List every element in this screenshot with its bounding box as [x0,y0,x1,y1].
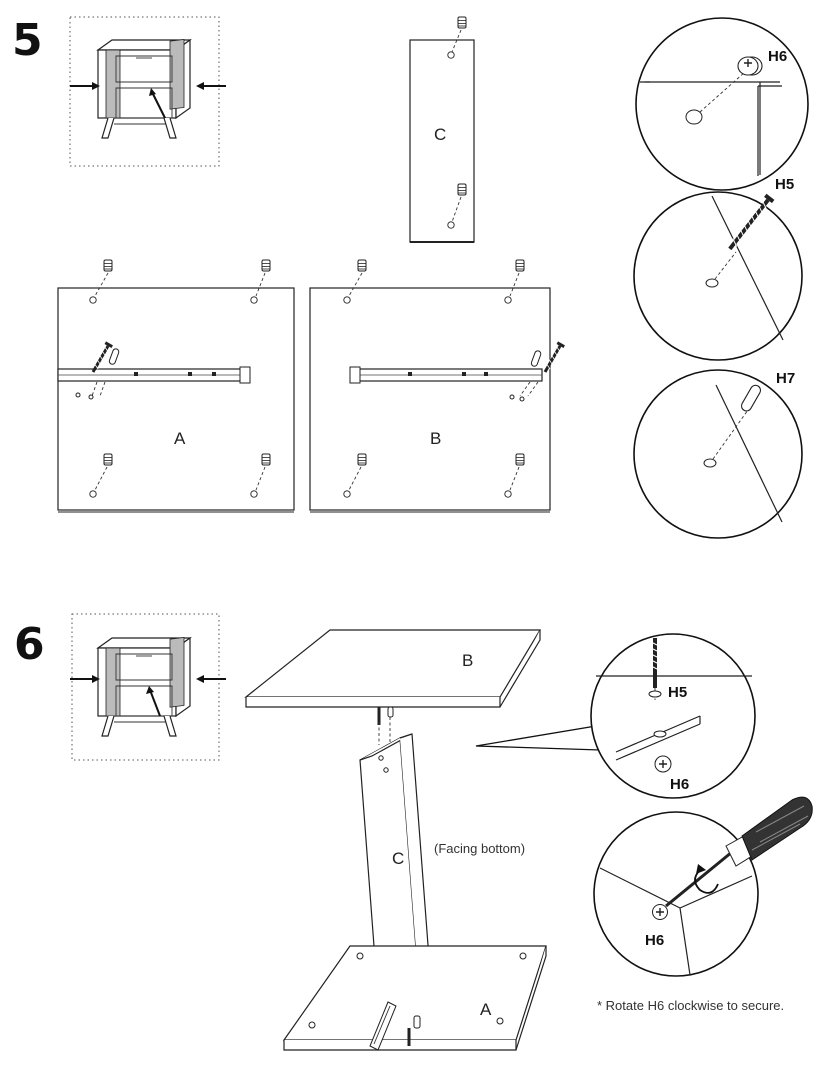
overview-box [69,613,227,761]
step-5: 5 C [12,15,809,539]
cam-lock-icon [654,755,672,773]
screw-icon [728,193,775,251]
screwdriver-icon [665,796,813,908]
step-number: 6 [14,619,45,670]
panel-label-b: B [430,429,441,448]
panel-b: B [244,629,542,708]
panel-label-a: A [174,429,186,448]
detail-circle-h5: H5 [633,176,803,361]
panel-label-c: C [434,125,446,144]
detail-circle-h6: H6 [635,17,809,191]
overview-box [69,16,227,167]
arrow-icon [69,674,101,684]
panel-a: A [57,259,295,513]
dowel-icon [530,350,542,367]
step-6: 6 B C (Facing bottom) [14,613,813,1051]
callout-h7: H7 [776,370,795,387]
footnote: * Rotate H6 clockwise to secure. [597,998,784,1013]
detail-circle-screwdriver: H6 [593,796,813,977]
drawer-slide-icon [369,1001,397,1051]
detail-circle-h7: H7 [633,369,803,539]
callout-h5: H5 [668,684,687,701]
panel-b: B [309,259,567,513]
nightstand-icon [97,636,191,737]
callout-h6: H6 [768,48,787,65]
cam-lock-icon [652,904,668,920]
panel-label-b: B [462,651,473,670]
panel-a: A [282,945,547,1051]
drawer-slide-icon [57,366,251,384]
dowel-icon [108,348,120,365]
arrow-icon [69,81,101,91]
drawer-slide-icon [349,366,543,384]
screw-icon [648,638,662,698]
cam-lock-icon [737,56,763,76]
arrow-icon [195,81,227,91]
step-number: 5 [12,15,43,66]
callout-h6: H6 [670,776,689,793]
panel-label-c: C [392,849,404,868]
arrow-icon [195,674,227,684]
nightstand-icon [97,38,191,139]
panel-c: C [409,16,475,243]
orientation-note: (Facing bottom) [434,841,525,856]
detail-circle-h5-h6: H5 H6 [590,633,756,799]
rotate-arrow-icon [694,864,719,894]
callout-h6: H6 [645,932,664,949]
callout-h5: H5 [775,176,794,193]
panel-label-a: A [480,1000,492,1019]
dowel-icon [740,384,762,412]
